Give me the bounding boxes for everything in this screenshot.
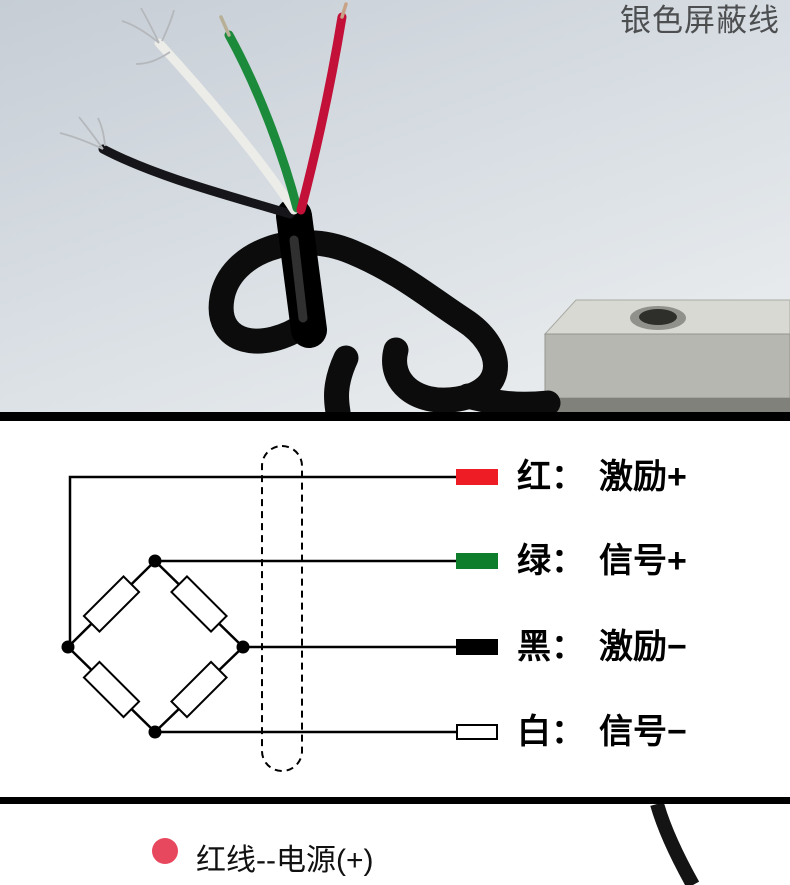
- load-cell-block: [543, 299, 790, 412]
- red-wire-line: [68, 475, 460, 647]
- bridge-nodes: [61, 554, 250, 739]
- bridge-circuit-diagram: [61, 445, 460, 772]
- wiring-diagram-section: 红： 激励+ 绿： 信号+ 黑： 激励− 白： 信号−: [0, 421, 790, 797]
- wire-color-name: 红：: [517, 458, 585, 496]
- legend-section: 红线--电源(+): [0, 804, 790, 885]
- white-wire-row: 白： 信号−: [517, 710, 687, 754]
- green-wire-swatch: [456, 553, 498, 569]
- sensor-photo: [59, 2, 790, 425]
- bridge-diamond: [66, 559, 245, 734]
- bridge-node: [61, 640, 75, 654]
- black-wire: [98, 144, 295, 219]
- red-wire-swatch: [456, 469, 498, 485]
- section-divider-bottom: [0, 797, 790, 804]
- wire-function: 激励+: [599, 458, 687, 496]
- black-wire-swatch: [456, 639, 498, 655]
- red-wire-bullet: [152, 838, 178, 864]
- wire-function: 激励−: [599, 628, 687, 666]
- wire-color-name: 绿：: [517, 542, 585, 580]
- photo-section: 银色屏蔽线: [0, 0, 790, 425]
- black-wire-row: 黑： 激励−: [517, 625, 687, 669]
- wire-function: 信号−: [599, 713, 687, 751]
- block-base: [545, 398, 790, 412]
- green-wire-row: 绿： 信号+: [517, 539, 687, 583]
- section-divider-top: [0, 412, 790, 421]
- photo-caption: 银色屏蔽线: [620, 3, 780, 38]
- shield-strands: [59, 7, 175, 150]
- lead-wires: [98, 2, 348, 219]
- strain-gauges: [82, 575, 228, 719]
- black-cable-photo: [650, 804, 700, 885]
- shield-sleeve: [261, 445, 303, 772]
- wire-color-name: 黑：: [517, 628, 585, 666]
- green-wire-tip: [219, 15, 231, 37]
- shielded-cable: [208, 230, 561, 425]
- strain-gauge-resistor: [82, 660, 141, 719]
- strain-gauge-resistor: [82, 575, 141, 633]
- red-wire: [296, 12, 347, 215]
- strain-gauge-resistor: [170, 575, 228, 633]
- strain-gauge-resistor: [170, 660, 228, 719]
- wire-function: 信号+: [599, 542, 687, 580]
- bridge-node: [148, 725, 162, 739]
- legend-label: 红线--电源(+): [196, 844, 374, 877]
- white-wire: [154, 38, 299, 215]
- bridge-node: [148, 554, 162, 568]
- white-wire-swatch: [456, 724, 498, 740]
- red-wire-row: 红： 激励+: [517, 455, 687, 499]
- red-wire-tip: [340, 2, 348, 19]
- bridge-node: [236, 640, 250, 654]
- wire-color-name: 白：: [517, 713, 585, 751]
- tube-highlight: [289, 235, 308, 323]
- green-wire: [224, 30, 302, 213]
